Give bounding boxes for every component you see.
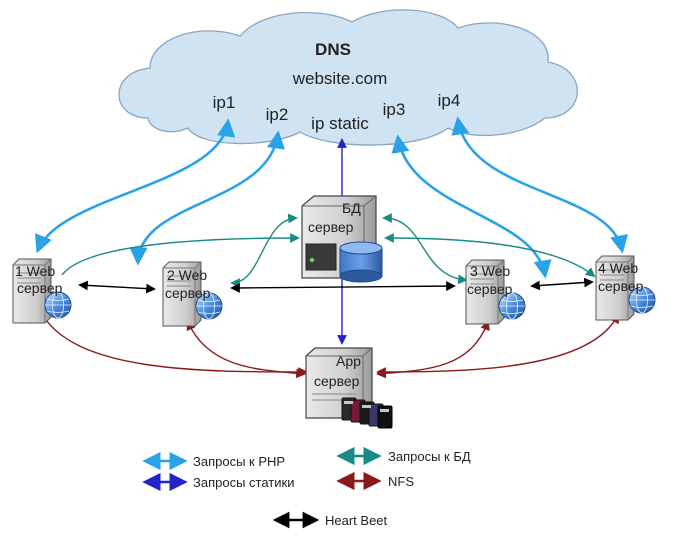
legend-label-static: Запросы статики	[193, 475, 294, 490]
dns-cloud: DNS website.com ip1 ip2 ip static ip3 ip…	[118, 9, 578, 146]
php-link-web3	[391, 134, 552, 279]
db-link-web4	[384, 233, 596, 278]
legend-label-php: Запросы к PHP	[193, 454, 285, 469]
database-icon	[339, 241, 383, 283]
ip-label-static: ip static	[311, 114, 369, 133]
server-label: сервер	[308, 219, 354, 235]
legend-label-heartbeat: Heart Beet	[325, 513, 388, 528]
legend-item-static: Запросы статики	[142, 472, 294, 492]
ip-label-2: ip2	[266, 105, 289, 124]
cloud-title: DNS	[315, 40, 351, 59]
legend-label-nfs: NFS	[388, 474, 414, 489]
nfs-link-web4	[376, 313, 619, 377]
legend-label-db: Запросы к БД	[388, 449, 471, 464]
ip-label-1: ip1	[213, 93, 236, 112]
app-server: App сервер	[305, 347, 393, 429]
heartbeat-web1-web2	[78, 280, 156, 294]
server-label: сервер	[165, 285, 211, 301]
server-label: сервер	[598, 278, 644, 294]
ip-label-3: ip3	[383, 100, 406, 119]
server-label: сервер	[17, 280, 63, 296]
db-server: БД сервер	[301, 195, 383, 283]
server-label: 3 Web	[470, 263, 510, 279]
cloud-shape	[118, 9, 578, 146]
web-server-3: 3 Web сервер	[465, 259, 526, 325]
server-label: 2 Web	[167, 267, 207, 283]
web-server-4: 4 Web сервер	[595, 255, 656, 321]
nfs-link-web3	[376, 320, 490, 379]
php-link-web2	[129, 130, 285, 266]
legend-item-heartbeat: Heart Beet	[272, 511, 388, 529]
legend-item-nfs: NFS	[336, 471, 414, 491]
server-label: 1 Web	[15, 263, 55, 279]
cloud-domain: website.com	[292, 69, 387, 88]
php-link-web4	[451, 116, 629, 254]
nfs-link-web2	[186, 320, 306, 379]
server-label: БД	[342, 200, 361, 216]
web-server-2: 2 Web сервер	[162, 261, 223, 327]
legend-item-db: Запросы к БД	[336, 446, 471, 466]
php-link-web1	[34, 118, 236, 254]
db-link-web2	[230, 213, 298, 288]
connections	[34, 116, 629, 379]
db-link-web3	[382, 213, 468, 285]
heartbeat-web3-web4	[530, 277, 594, 291]
legend-item-php: Запросы к PHP	[142, 451, 285, 471]
server-label: сервер	[467, 281, 513, 297]
server-label: App	[336, 353, 361, 369]
server-label: сервер	[314, 373, 360, 389]
ip-label-4: ip4	[438, 91, 461, 110]
legend: Запросы к PHP Запросы статики Запросы к …	[142, 446, 471, 529]
storage-modules-icon	[341, 397, 393, 429]
heartbeat-web2-web3	[230, 281, 456, 293]
server-label: 4 Web	[598, 260, 638, 276]
web-server-1: 1 Web сервер	[12, 258, 72, 324]
